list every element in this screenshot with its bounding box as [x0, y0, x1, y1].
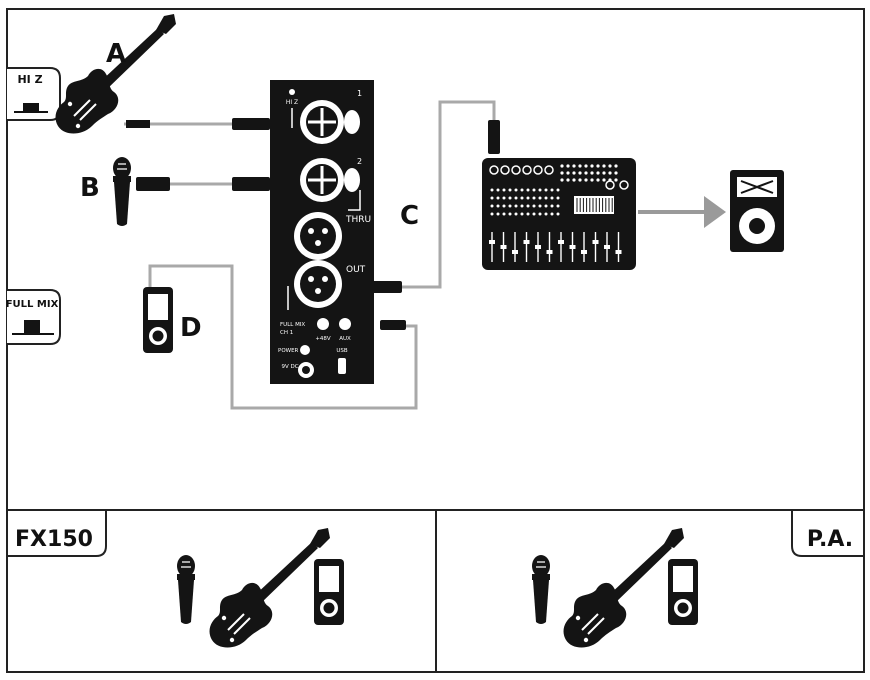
- switch-up-icon: [14, 103, 48, 113]
- device-fullmix: FULL MIX: [280, 322, 305, 328]
- label-c: C: [400, 201, 419, 231]
- player-icon: [314, 559, 344, 625]
- usb-port[interactable]: [338, 358, 346, 374]
- fx150-panel: FX150: [7, 510, 344, 649]
- label-d: D: [180, 313, 202, 343]
- hiz-label: HI Z: [17, 73, 42, 86]
- device-usb: USB: [336, 348, 348, 354]
- player-cable: [148, 264, 418, 410]
- switch-down-icon: [24, 320, 40, 334]
- device-dcin: 9V DC: [281, 364, 298, 370]
- pa-title: P.A.: [807, 527, 853, 552]
- out-cable: [378, 100, 496, 289]
- device-ch1: 1: [357, 89, 362, 98]
- fullmix-button[interactable]: FULL MIX: [6, 289, 61, 345]
- label-a: A: [106, 39, 126, 69]
- phantom-button[interactable]: [317, 318, 329, 330]
- device-hiz: HI Z: [286, 99, 298, 106]
- mic-icon: [176, 554, 196, 625]
- fullmix-label: FULL MIX: [6, 299, 59, 310]
- player-icon: [143, 287, 173, 353]
- signal-arrow-icon: [638, 196, 726, 228]
- device-48v: +48V: [315, 336, 331, 342]
- speaker-icon: [730, 170, 784, 252]
- mic-icon: [112, 156, 132, 227]
- guitar-icon: [562, 527, 685, 649]
- hiz-button[interactable]: HI Z: [7, 67, 61, 121]
- guitar-icon: [54, 13, 177, 135]
- device-power: POWER: [278, 348, 299, 354]
- device-out: OUT: [346, 265, 366, 275]
- device-aux: AUX: [339, 336, 351, 342]
- mixer-icon: [482, 158, 636, 270]
- mic-icon: [531, 554, 551, 625]
- label-b: B: [80, 173, 100, 203]
- player-icon: [668, 559, 698, 625]
- device-thru: THRU: [345, 215, 371, 225]
- pa-panel: P.A.: [531, 510, 864, 649]
- guitar-icon: [208, 527, 331, 649]
- aux-jack[interactable]: [339, 318, 351, 330]
- fx150-device: HI Z 1 2 THRU OUT FULL MIX CH 1 +48V AUX…: [270, 80, 374, 384]
- power-button[interactable]: [300, 345, 310, 355]
- device-ch1-select: CH 1: [280, 330, 293, 336]
- device-ch2: 2: [357, 157, 362, 166]
- fx150-title: FX150: [15, 527, 93, 552]
